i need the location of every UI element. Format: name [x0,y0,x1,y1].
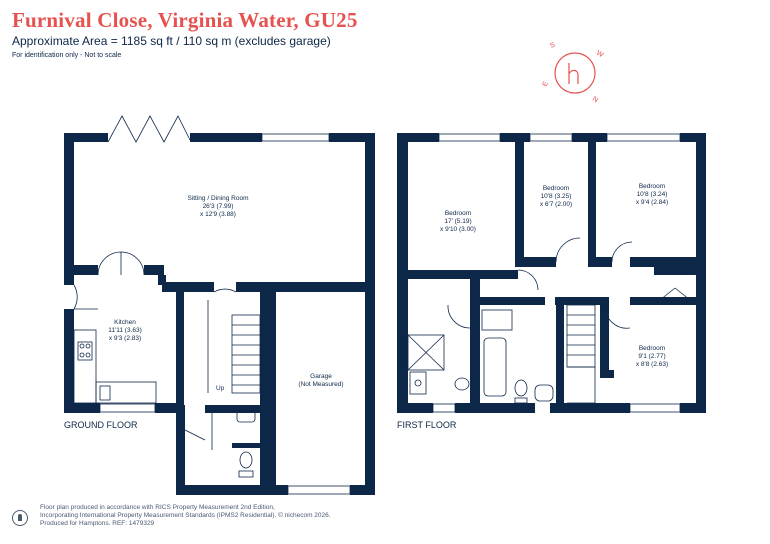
compass-e: E [542,80,551,88]
bedroom4-dim1: 9'1 (2.77) [638,353,665,360]
bedroom4-dim2: x 8'8 (2.63) [636,361,668,368]
bedroom1-dim2: x 9'10 (3.00) [440,226,476,233]
approximate-area: Approximate Area = 1185 sq ft / 110 sq m… [12,34,331,48]
ground-floor-label: GROUND FLOOR [64,420,138,430]
property-title: Furnival Close, Virginia Water, GU25 [12,8,358,32]
kitchen-name: Kitchen [114,319,136,326]
garage-name: Garage [310,373,332,380]
ground-floor-details [73,115,351,495]
footer-line1: Floor plan produced in accordance with R… [40,504,275,511]
accessibility-icon [12,510,28,526]
stairs-down-label: Down [572,297,589,304]
ground-floor-walls [64,133,375,495]
scale-note: For identification only - Not to scale [12,52,122,59]
footer-line2: Incorporating International Property Mea… [40,512,331,519]
compass-n: N [591,96,599,105]
sitting-room-dim2: x 12'9 (3.88) [200,211,236,218]
bedroom1-name: Bedroom [445,210,471,217]
footer-notes: Floor plan produced in accordance with R… [40,504,331,528]
compass-s: S [549,42,556,50]
bedroom3-dim2: x 9'4 (2.84) [636,199,668,206]
sitting-room-name: Sitting / Dining Room [187,195,248,202]
first-floor-walls [397,133,706,413]
footer-line3: Produced for Hamptons. REF: 1479329 [40,520,155,527]
stairs-up-label: Up [216,385,225,392]
first-floor-details [407,133,691,413]
bedroom2-dim2: x 6'7 (2.00) [540,201,572,208]
first-floor-label: FIRST FLOOR [397,420,457,430]
kitchen-dim1: 11'11 (3.63) [108,327,142,334]
bedroom3-name: Bedroom [639,183,665,190]
bedroom1-dim1: 17' (5.19) [444,218,471,225]
compass-w: W [595,50,605,60]
bedroom3-dim1: 10'8 (3.24) [637,191,668,198]
garage-dim1: (Not Measured) [298,381,343,388]
kitchen-dim2: x 9'3 (2.83) [109,335,141,342]
bedroom2-dim1: 10'8 (3.25) [541,193,572,200]
bedroom2-name: Bedroom [543,185,569,192]
compass-icon: S W E N [542,42,605,105]
sitting-room-dim1: 26'3 (7.99) [203,203,234,210]
bedroom4-name: Bedroom [639,345,665,352]
